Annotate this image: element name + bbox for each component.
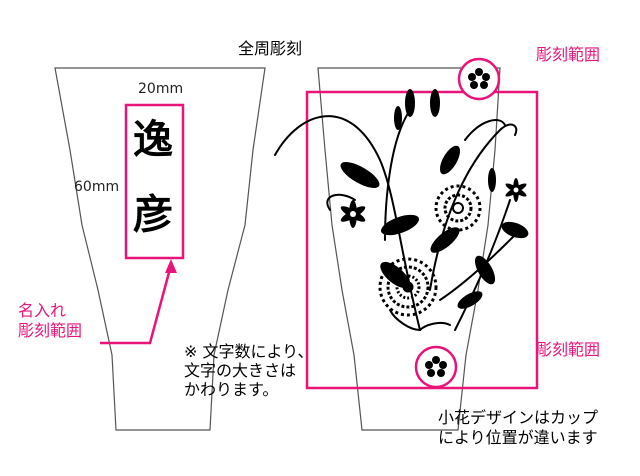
small-flower-top-icon — [468, 68, 490, 89]
star-flower-left — [340, 200, 366, 228]
name-engraving-box — [124, 103, 185, 260]
callout-arrowhead — [165, 259, 177, 273]
callout-label-line2: 彫刻範囲 — [18, 321, 83, 340]
flower-note-line-1: 小花デザインはカップ — [438, 408, 599, 427]
engraving-range-box — [305, 90, 539, 390]
range-label-bottom: 彫刻範囲 — [536, 340, 601, 359]
note-line-2: 文字の大きさは — [184, 361, 297, 380]
width-label: 20mm — [138, 81, 184, 97]
callout-arrow-line — [100, 264, 173, 345]
chrysanthemum-large — [378, 257, 438, 317]
left-cup-outline — [54, 67, 266, 431]
small-flower-bottom-icon — [425, 356, 447, 377]
name-char-1: 逸 — [133, 116, 173, 163]
callout-label-line1: 名入れ — [18, 301, 67, 320]
diagram-title: 全周彫刻 — [238, 39, 303, 58]
flower-note-line-2: により位置が違います — [438, 428, 598, 447]
height-label: 60mm — [74, 179, 120, 195]
note-line-3: かわります。 — [184, 380, 279, 399]
star-flower-right — [505, 178, 527, 202]
range-label-top: 彫刻範囲 — [536, 45, 601, 64]
chrysanthemum-medium — [434, 184, 482, 232]
right-cup-outline — [317, 67, 501, 431]
note-line-1: ※ 文字数により、 — [184, 342, 314, 361]
floral-design-leaves — [340, 89, 529, 309]
name-char-2: 彦 — [133, 191, 173, 238]
